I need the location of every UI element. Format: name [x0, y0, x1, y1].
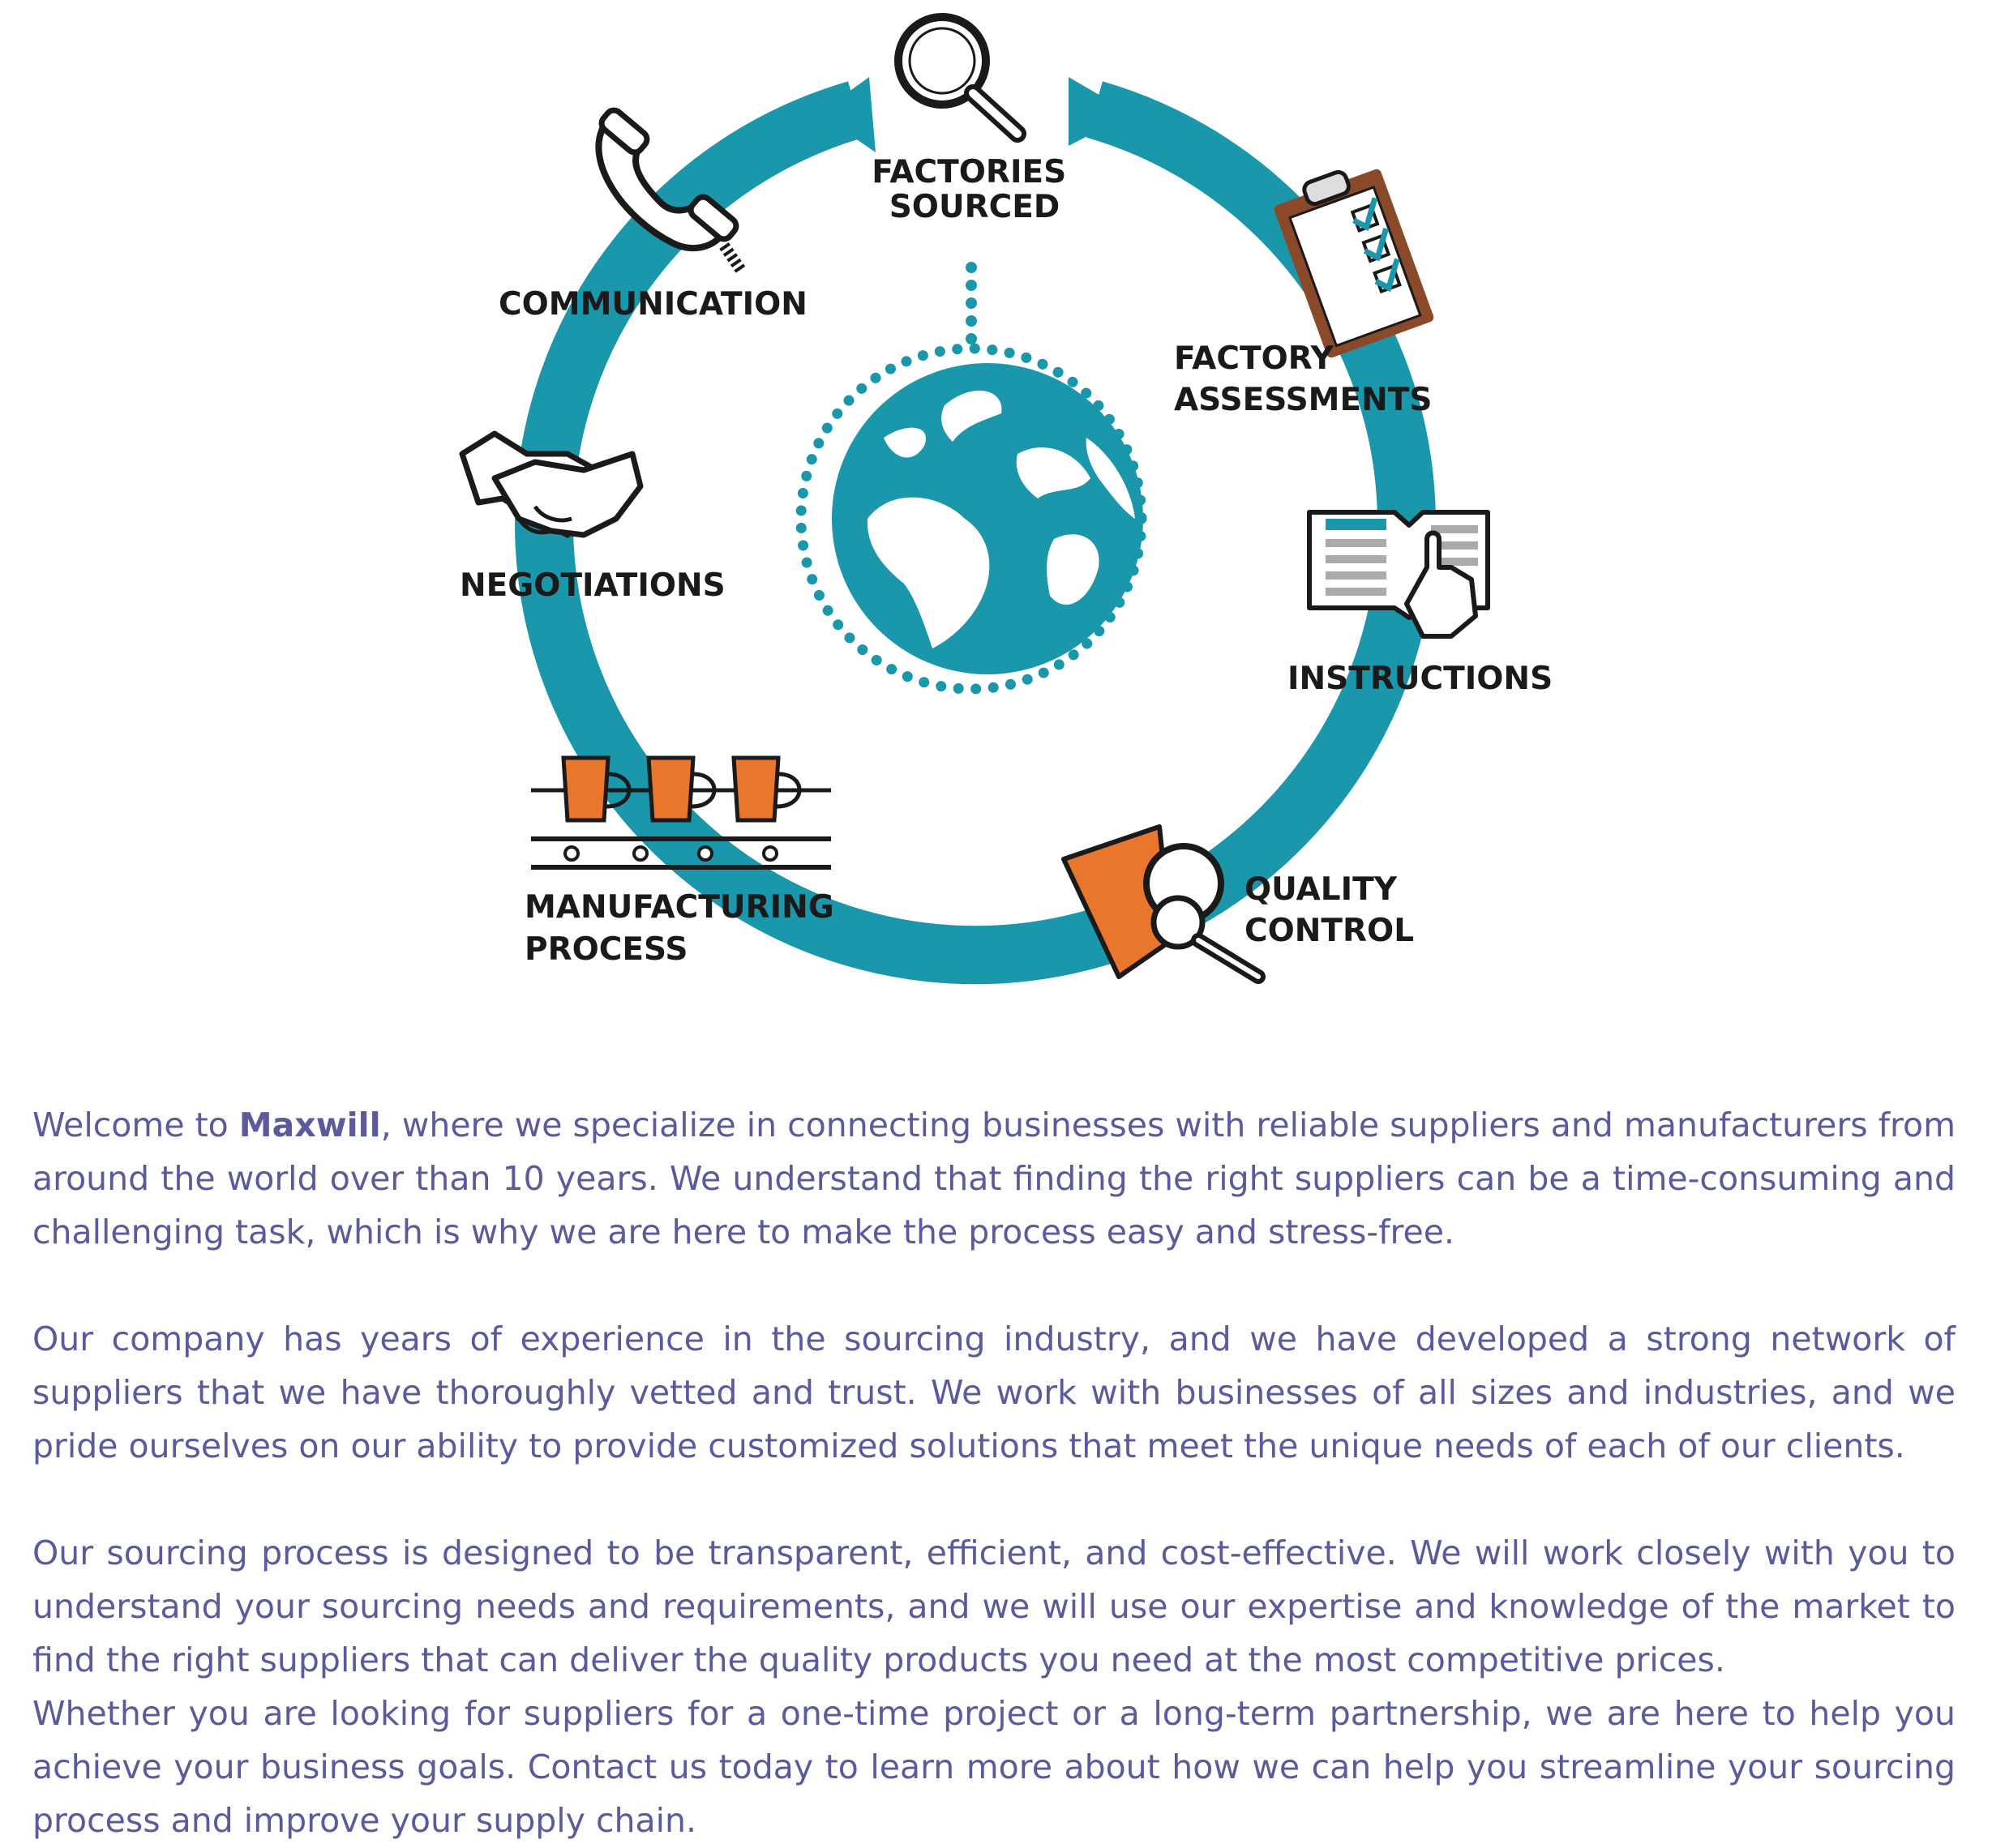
label-manufacturing-process: MANUFACTURING PROCESS: [525, 889, 845, 968]
label-instructions: INSTRUCTIONS: [1287, 661, 1553, 697]
intro-paragraph-1: Welcome to Maxwill, where we specialize …: [32, 1098, 1956, 1259]
cycle-ring: [515, 81, 1436, 985]
handshake-icon: [459, 430, 644, 538]
open-book-pointer-icon: [1307, 510, 1490, 639]
telephone-handset-icon: [595, 107, 747, 275]
intro-paragraph-2: Our company has years of experience in t…: [32, 1320, 1956, 1465]
label-communication: COMMUNICATION: [499, 286, 808, 323]
intro-paragraph-3: Our sourcing process is designed to be t…: [32, 1534, 1956, 1679]
label-factory-assessments: FACTORY ASSESSMENTS: [1174, 340, 1432, 418]
intro-p1-after: , where we specialize in connecting busi…: [32, 1106, 1956, 1251]
brand-name: Maxwill: [238, 1106, 381, 1144]
conveyor-mugs-icon: [531, 755, 831, 870]
label-negotiations: NEGOTIATIONS: [460, 567, 726, 604]
label-factories-sourced: FACTORIES SOURCED: [872, 154, 1077, 225]
intro-p1-before: Welcome to: [32, 1106, 239, 1144]
ring-arrowhead-right: [1069, 77, 1131, 146]
ring-arrowhead-left: [819, 77, 876, 152]
dotted-connector: [966, 262, 977, 344]
mug-magnifier-icon: [1061, 824, 1266, 984]
globe-icon: [832, 363, 1143, 674]
sourcing-cycle-diagram: FACTORIES SOURCED FACTORY ASSESSMENTS IN…: [459, 13, 1553, 985]
magnifier-icon: [894, 13, 1026, 143]
label-quality-control: QUALITY CONTROL: [1244, 871, 1414, 949]
clipboard-checklist-icon: [1274, 169, 1434, 358]
intro-paragraph-4: Whether you are looking for suppliers fo…: [32, 1694, 1956, 1840]
intro-text: Welcome to Maxwill, where we specialize …: [32, 1098, 1956, 1847]
